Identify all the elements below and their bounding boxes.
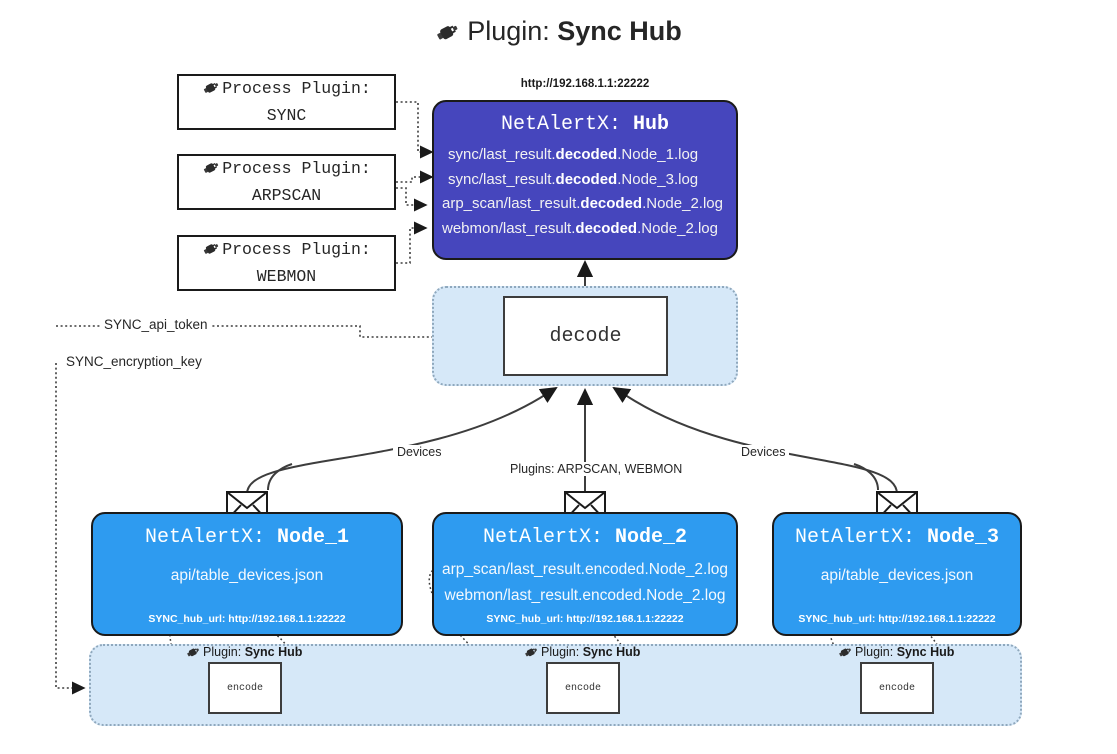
process-plugin-name: SYNC [266, 105, 307, 125]
hub-log-list: sync/last_result.decoded.Node_1.log sync… [434, 143, 736, 241]
node-title: NetAlertX: Node_3 [794, 526, 1000, 549]
node-footer: SYNC_hub_url: http://192.168.1.1:22222 [798, 613, 996, 625]
edge-label-plugins-center: Plugins: ARPSCAN, WEBMON [506, 462, 687, 476]
sync-encryption-key-label: SYNC_encryption_key [62, 354, 206, 369]
edge-label-devices-right: Devices [737, 445, 790, 459]
plug-icon [186, 645, 201, 662]
node-box-node-3[interactable]: NetAlertX: Node_3 api/table_devices.json… [772, 512, 1022, 636]
plug-icon [838, 645, 853, 662]
hub-log-item: webmon/last_result.decoded.Node_2.log [442, 219, 718, 237]
node-box-node-2[interactable]: NetAlertX: Node_2 arp_scan/last_result.e… [432, 512, 738, 636]
encoder-plugin-label-3: Plugin: Sync Hub [838, 645, 954, 662]
decode-box[interactable]: decode [503, 296, 668, 376]
sync-api-token-label: SYNC_api_token [100, 317, 212, 332]
hub-title: NetAlertX: Hub [434, 113, 736, 136]
plug-icon [202, 240, 221, 265]
process-plugin-box-webmon[interactable]: Process Plugin: WEBMON [177, 235, 396, 291]
hub-log-item: arp_scan/last_result.decoded.Node_2.log [442, 195, 723, 212]
node-line: api/table_devices.json [170, 567, 324, 584]
node-line: arp_scan/last_result.encoded.Node_2.log [441, 561, 729, 578]
plug-icon [524, 645, 539, 662]
node-title: NetAlertX: Node_2 [482, 526, 688, 549]
page-title: Plugin: Sync Hub [0, 16, 1117, 51]
hub-prefix: NetAlertX: [500, 113, 621, 136]
page-title-label: Plugin: [467, 16, 550, 46]
hub-log-item: sync/last_result.decoded.Node_1.log [448, 146, 699, 163]
hub-box[interactable]: NetAlertX: Hub sync/last_result.decoded.… [432, 100, 738, 260]
plug-icon [435, 20, 461, 51]
node-footer: SYNC_hub_url: http://192.168.1.1:22222 [148, 613, 346, 625]
process-plugin-name: WEBMON [256, 266, 317, 286]
node-title: NetAlertX: Node_1 [144, 526, 350, 549]
process-plugin-label: Process Plugin: [222, 158, 371, 178]
node-footer: SYNC_hub_url: http://192.168.1.1:22222 [486, 613, 684, 625]
node-body: api/table_devices.json [774, 563, 1020, 589]
encode-box-3[interactable]: encode [860, 662, 934, 714]
process-plugin-label: Process Plugin: [222, 78, 371, 98]
encoder-plugin-label-1: Plugin: Sync Hub [186, 645, 302, 662]
encoder-plugin-label-2: Plugin: Sync Hub [524, 645, 640, 662]
process-plugin-label: Process Plugin: [222, 239, 371, 259]
process-plugin-box-arpscan[interactable]: Process Plugin: ARPSCAN [177, 154, 396, 210]
process-plugin-name: ARPSCAN [251, 185, 322, 205]
encode-box-1[interactable]: encode [208, 662, 282, 714]
page-title-value: Sync Hub [557, 16, 682, 46]
node-body: arp_scan/last_result.encoded.Node_2.log … [434, 557, 736, 609]
node-line: webmon/last_result.encoded.Node_2.log [444, 587, 726, 604]
node-body: api/table_devices.json [93, 563, 401, 589]
plug-icon [202, 159, 221, 184]
plug-icon [202, 79, 221, 104]
process-plugin-box-sync[interactable]: Process Plugin: SYNC [177, 74, 396, 130]
hub-url-label: http://192.168.1.1:22222 [520, 78, 650, 90]
encode-box-2[interactable]: encode [546, 662, 620, 714]
node-box-node-1[interactable]: NetAlertX: Node_1 api/table_devices.json… [91, 512, 403, 636]
hub-log-item: sync/last_result.decoded.Node_3.log [448, 170, 699, 188]
edge-label-devices-left: Devices [393, 445, 446, 459]
hub-name: Hub [633, 113, 670, 136]
node-line: api/table_devices.json [820, 567, 974, 584]
